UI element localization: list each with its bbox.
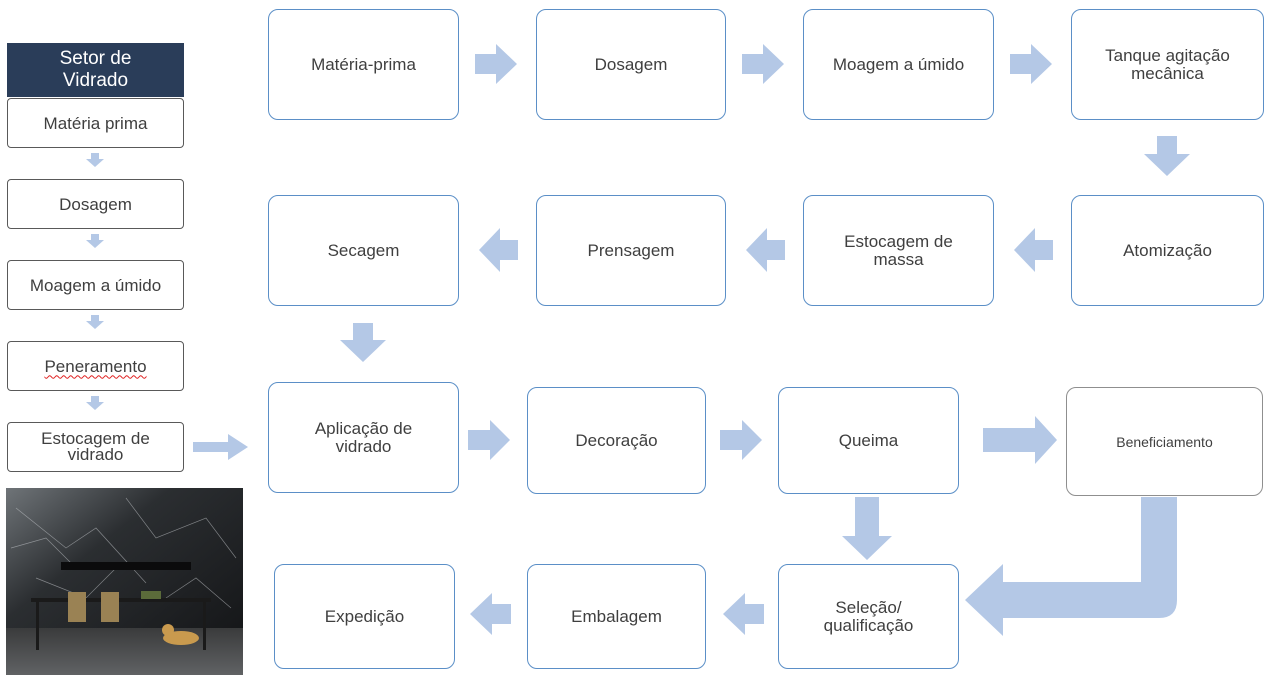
arrow-right [193,434,248,460]
arrow-right [720,420,762,460]
flow-step: Matéria-prima [268,9,459,120]
arrow-left [470,593,511,635]
arrow-left [1014,228,1053,272]
flow-step: Estocagem de massa [803,195,994,306]
arrow-left [479,228,518,272]
flow-step: Expedição [274,564,455,669]
flow-step: Beneficiamento [1066,387,1263,496]
flow-step: Moagem a úmido [803,9,994,120]
arrow-down-small [86,396,104,410]
flow-step: Dosagem [536,9,726,120]
arrow-right [983,416,1057,464]
arrow-down [340,323,386,362]
arrow-left [723,593,764,635]
flow-step: Decoração [527,387,706,494]
flow-step: Embalagem [527,564,706,669]
flow-step: Secagem [268,195,459,306]
sidebar-step-label: Peneramento [44,356,147,376]
arrow-bent [965,497,1177,636]
arrow-left [746,228,785,272]
arrow-down [842,497,892,560]
arrow-right [475,44,517,84]
flow-step: Aplicação de vidrado [268,382,459,493]
flow-step: Atomização [1071,195,1264,306]
sidebar-step: Dosagem [7,179,184,229]
arrow-right [1010,44,1052,84]
arrow-down-small [86,234,104,248]
flow-step: Seleção/ qualificação [778,564,959,669]
sidebar-header: Setor de Vidrado [7,43,184,97]
arrow-right [742,44,784,84]
sidebar-step: Matéria prima [7,98,184,148]
arrow-down [1144,136,1190,176]
sidebar-step: Peneramento [7,341,184,391]
arrow-down-small [86,315,104,329]
showroom-photo [6,488,243,675]
flow-step: Queima [778,387,959,494]
arrow-right [468,420,510,460]
arrow-down-small [86,153,104,167]
flow-step: Tanque agitação mecânica [1071,9,1264,120]
flow-step: Prensagem [536,195,726,306]
sidebar-step: Moagem a úmido [7,260,184,310]
sidebar-step: Estocagem de vidrado [7,422,184,472]
